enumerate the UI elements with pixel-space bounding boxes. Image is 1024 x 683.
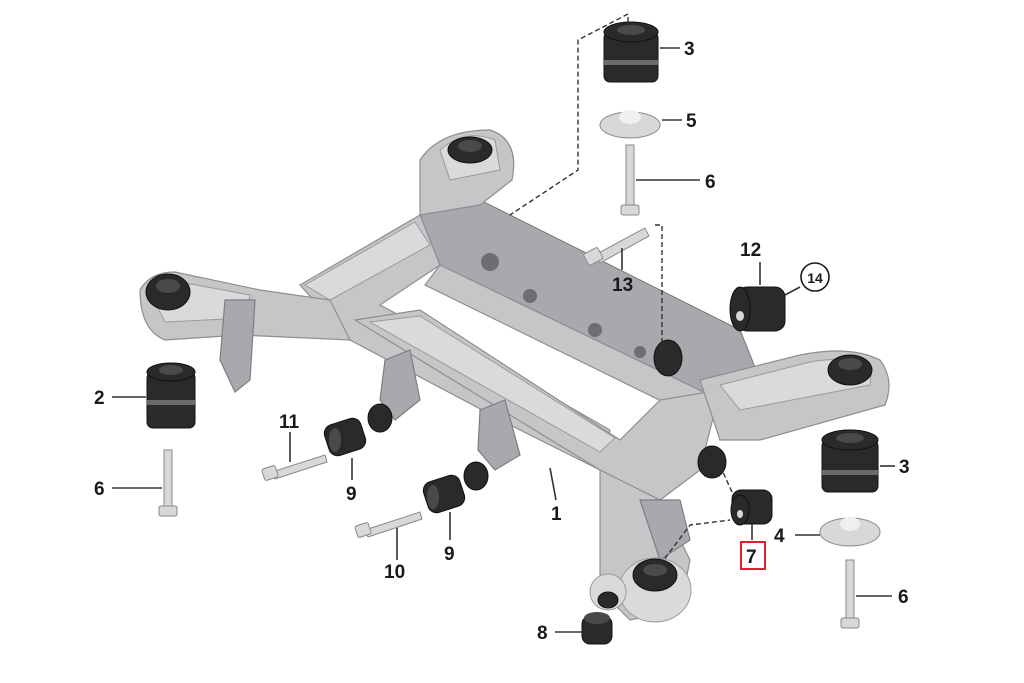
bushing-9-upper[interactable] [322,416,368,458]
callout-8: 8 [537,623,548,644]
callout-11: 11 [279,412,300,433]
bracket-bushing-lower [463,461,489,491]
bushing-9-lower[interactable] [421,473,467,515]
callout-6-right: 6 [898,587,909,608]
washer-plate-right[interactable] [819,517,881,547]
bolt-left[interactable] [158,449,178,517]
rubber-mount-left[interactable] [146,362,196,429]
rubber-mount-right[interactable] [821,429,879,493]
callout-7-highlight-box [740,541,766,570]
callout-7[interactable]: 7 [746,547,757,568]
callout-3-right: 3 [899,457,910,478]
callout-13: 13 [612,275,633,296]
callout-5: 5 [686,111,697,132]
callout-9-lower: 9 [444,544,455,565]
bolt-top[interactable] [620,144,640,216]
callout-14: 14 [807,270,823,286]
callout-1: 1 [551,504,562,525]
frame-bushing-center [653,339,683,377]
bolt-13[interactable] [583,227,650,266]
bolt-right[interactable] [840,559,860,629]
rubber-mount-top[interactable] [603,21,659,83]
frame-bushing-bottom [618,557,692,623]
leader-lines [112,47,895,633]
bracket-bushing-upper [367,403,393,433]
assembly-dashed-lines [509,12,733,566]
bushing-7[interactable] [730,489,773,526]
bushing-8[interactable] [581,612,613,645]
bolt-10[interactable] [354,511,423,538]
callout-10: 10 [384,562,405,583]
callout-9-upper: 9 [346,484,357,505]
callout-6-left: 6 [94,479,105,500]
washer-plate-top[interactable] [599,110,661,139]
bolt-11[interactable] [261,454,328,481]
callout-6-top: 6 [705,172,716,193]
frame-bushing-small [589,573,627,611]
callout-2: 2 [94,388,105,409]
rear-subframe[interactable] [139,129,890,621]
callout-4: 4 [774,526,785,547]
bushing-12[interactable] [729,286,786,332]
callout-14-circle [800,262,830,292]
frame-bushing-right [827,354,873,386]
callout-3-top: 3 [684,39,695,60]
frame-bushing-rear-right [697,445,727,479]
frame-bushing-top [447,136,493,164]
frame-bushing-left [145,273,191,311]
callout-12: 12 [740,240,761,261]
